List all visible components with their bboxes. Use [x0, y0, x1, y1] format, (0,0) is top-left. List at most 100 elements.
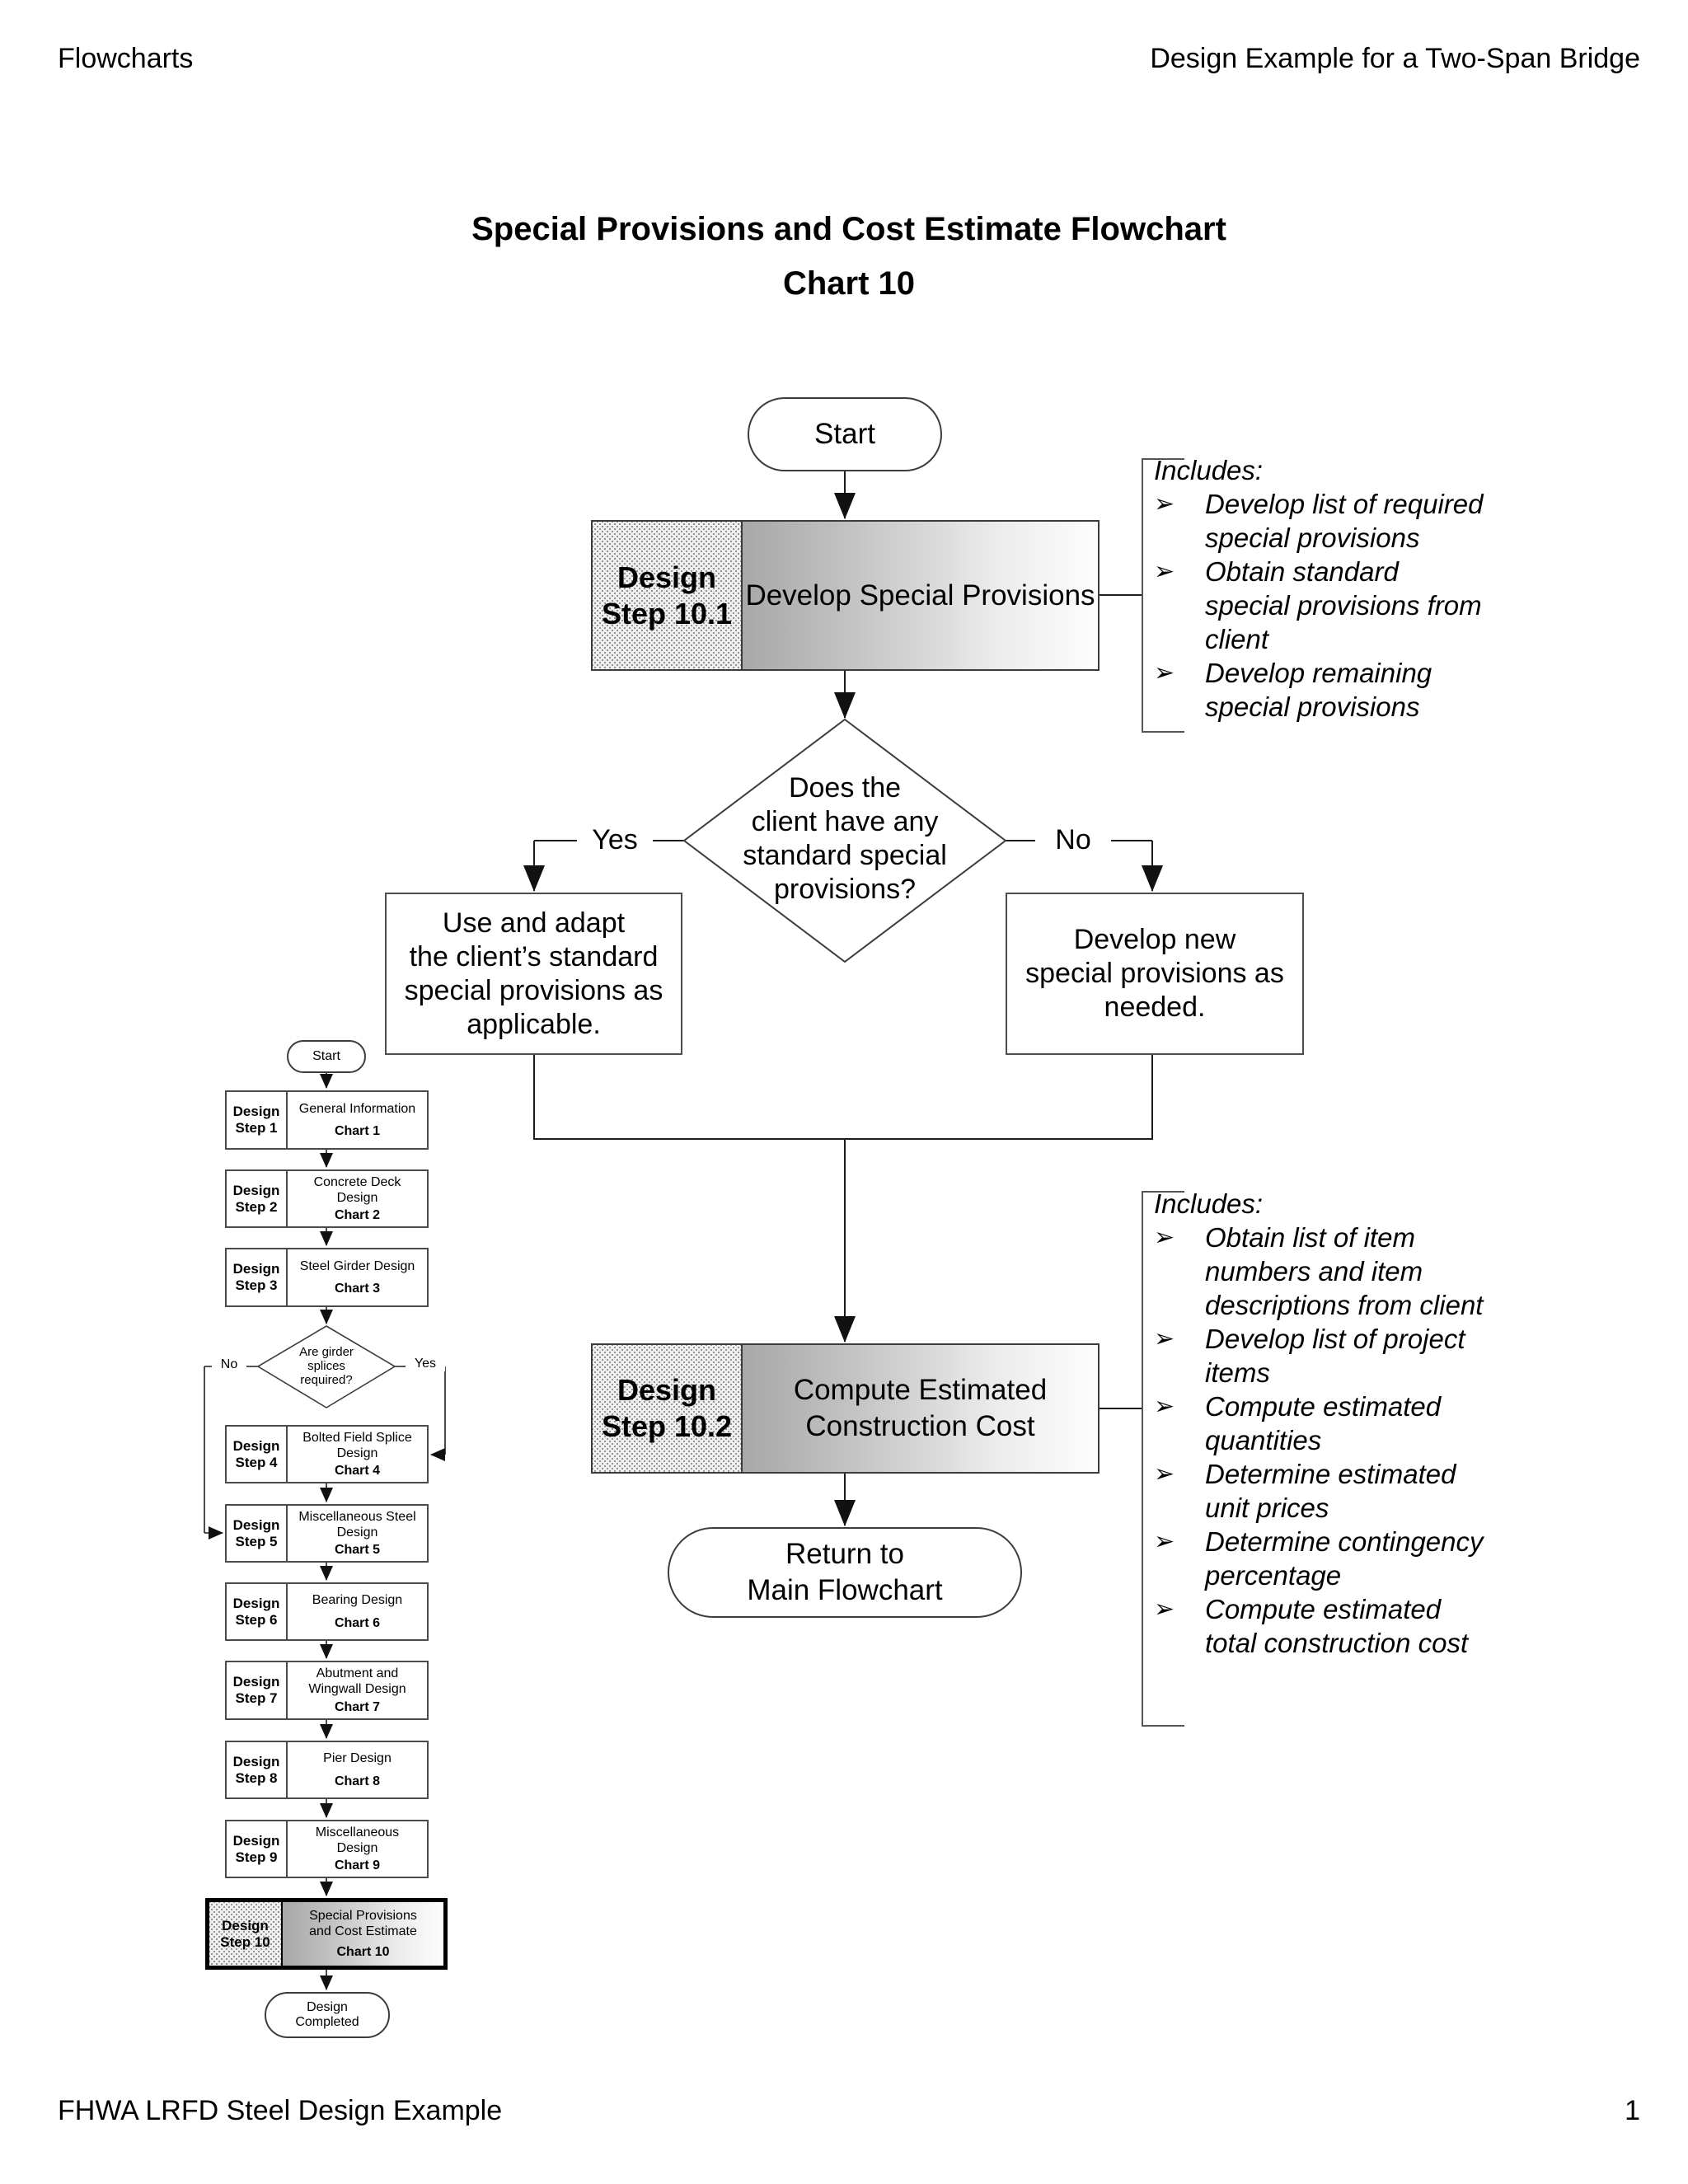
includes-2-item-text: Compute estimated quantities — [1205, 1391, 1442, 1455]
sidebar-step-5-label: Design Step 5 — [227, 1506, 288, 1561]
includes-2-item-text: Compute estimated total construction cos… — [1205, 1594, 1469, 1658]
includes-1-item-text: Develop list of required special provisi… — [1205, 489, 1484, 553]
return-oval: Return to Main Flowchart — [668, 1527, 1022, 1618]
develop-new-provisions-box: Develop new special provisions as needed… — [1006, 893, 1304, 1055]
design-step-10-2-task: Compute Estimated Construction Cost — [743, 1345, 1098, 1472]
footer-left: FHWA LRFD Steel Design Example — [58, 2095, 503, 2126]
sidebar-step-6-chart: Chart 6 — [334, 1615, 381, 1630]
chart-subtitle: Chart 10 — [782, 265, 916, 302]
arrow-bullet-icon: ➢ — [1154, 490, 1175, 518]
sidebar-step-7-box: Design Step 7 Abutment and Wingwall Desi… — [225, 1661, 429, 1720]
sidebar-step-2-box: Design Step 2 Concrete Deck Design Chart… — [225, 1169, 429, 1228]
decision-diamond-label: Does the client have any standard specia… — [743, 772, 947, 905]
arrow-bullet-icon: ➢ — [1154, 659, 1175, 687]
header-right: Design Example for a Two-Span Bridge — [1150, 43, 1640, 74]
sidebar-no-branch-label: No — [212, 1357, 246, 1372]
includes-2-bracket-bottom — [1142, 1725, 1184, 1727]
sidebar-step-6-label: Design Step 6 — [227, 1584, 288, 1639]
arrow-bullet-icon: ➢ — [1154, 1325, 1175, 1352]
sidebar-decision-label: Are girder splices required? — [299, 1345, 354, 1387]
sidebar-step-10-task: Special Provisions and Cost Estimate — [309, 1909, 417, 1939]
use-client-provisions-text: Use and adapt the client’s standard spec… — [404, 907, 663, 1040]
design-step-10-2-box: Design Step 10.2 Compute Estimated Const… — [591, 1343, 1100, 1474]
sidebar-step-4-task: Bolted Field Splice Design — [302, 1431, 412, 1460]
sidebar-step-9-chart: Chart 9 — [334, 1858, 381, 1872]
includes-1-item-text: Obtain standard special provisions from … — [1205, 556, 1482, 654]
list-item: ➢ Develop list of project items — [1154, 1322, 1665, 1390]
sidebar-step-1-task: General Information — [298, 1101, 416, 1116]
sidebar-step-6-box: Design Step 6 Bearing Design Chart 6 — [225, 1582, 429, 1641]
includes-2-item-text: Obtain list of item numbers and item des… — [1205, 1222, 1484, 1320]
sidebar-step-7-task: Abutment and Wingwall Design — [308, 1666, 406, 1697]
sidebar-start-oval: Start — [287, 1040, 366, 1073]
sidebar-step-5-box: Design Step 5 Miscellaneous Steel Design… — [225, 1504, 429, 1563]
sidebar-step-2-chart: Chart 2 — [334, 1208, 381, 1222]
sidebar-step-5-task: Miscellaneous Steel Design — [298, 1510, 416, 1540]
sidebar-step-9-box: Design Step 9 Miscellaneous Design Chart… — [225, 1820, 429, 1878]
includes-2-note: Includes: ➢ Obtain list of item numbers … — [1154, 1187, 1665, 1660]
header-left: Flowcharts — [58, 43, 194, 74]
design-step-10-1-task: Develop Special Provisions — [743, 522, 1098, 669]
includes-1-bracket-top — [1142, 458, 1184, 460]
start-oval: Start — [748, 397, 942, 471]
sidebar-step-3-task: Steel Girder Design — [299, 1258, 415, 1273]
sidebar-step-10-label: Design Step 10 — [209, 1902, 283, 1966]
sidebar-step-8-label: Design Step 8 — [227, 1742, 288, 1797]
list-item: ➢ Compute estimated total construction c… — [1154, 1592, 1665, 1660]
yes-branch-label: Yes — [577, 824, 653, 856]
arrow-bullet-icon: ➢ — [1154, 1224, 1175, 1251]
arrow-bullet-icon: ➢ — [1154, 558, 1175, 585]
sidebar-step-10-chart: Chart 10 — [336, 1944, 390, 1959]
sidebar-step-7-label: Design Step 7 — [227, 1662, 288, 1718]
includes-2-item-text: Determine contingency percentage — [1205, 1526, 1484, 1591]
sidebar-step-2-label: Design Step 2 — [227, 1171, 288, 1226]
sidebar-step-2-task: Concrete Deck Design — [313, 1175, 401, 1205]
sidebar-step-3-box: Design Step 3 Steel Girder Design Chart … — [225, 1248, 429, 1307]
sidebar-step-4-box: Design Step 4 Bolted Field Splice Design… — [225, 1425, 429, 1483]
sidebar-step-7-chart: Chart 7 — [334, 1699, 381, 1714]
sidebar-end-oval: Design Completed — [265, 1992, 390, 2038]
list-item: ➢ Compute estimated quantities — [1154, 1390, 1665, 1457]
list-item: ➢ Determine estimated unit prices — [1154, 1457, 1665, 1525]
arrow-bullet-icon: ➢ — [1154, 1460, 1175, 1488]
includes-1-bracket-bottom — [1142, 731, 1184, 733]
sidebar-step-9-label: Design Step 9 — [227, 1821, 288, 1877]
list-item: ➢ Determine contingency percentage — [1154, 1525, 1665, 1592]
page-title: Special Provisions and Cost Estimate Flo… — [190, 204, 1508, 308]
list-item: ➢ Obtain list of item numbers and item d… — [1154, 1221, 1665, 1322]
sidebar-step-3-label: Design Step 3 — [227, 1249, 288, 1305]
design-step-10-2-label-cell: Design Step 10.2 — [593, 1345, 743, 1472]
sidebar-step-4-label: Design Step 4 — [227, 1427, 288, 1482]
includes-2-bracket-top — [1142, 1191, 1184, 1193]
page-title-line1: Special Provisions and Cost Estimate Flo… — [471, 211, 1226, 247]
develop-new-provisions-text: Develop new special provisions as needed… — [1025, 924, 1284, 1023]
design-step-10-1-box: Design Step 10.1 Develop Special Provisi… — [591, 520, 1100, 671]
sidebar-step-1-label: Design Step 1 — [227, 1092, 288, 1148]
sidebar-step-8-box: Design Step 8 Pier Design Chart 8 — [225, 1741, 429, 1799]
sidebar-step-5-chart: Chart 5 — [334, 1543, 381, 1557]
sidebar-step-6-task: Bearing Design — [312, 1593, 403, 1608]
sidebar-yes-branch-label: Yes — [406, 1357, 445, 1371]
sidebar-step-1-box: Design Step 1 General Information Chart … — [225, 1090, 429, 1150]
includes-1-bracket — [1142, 458, 1143, 733]
arrow-bullet-icon: ➢ — [1154, 1528, 1175, 1555]
includes-1-item-text: Develop remaining special provisions — [1205, 658, 1432, 722]
list-item: ➢ Obtain standard special provisions fro… — [1154, 555, 1657, 656]
sidebar-step-8-chart: Chart 8 — [334, 1774, 381, 1788]
includes-1-heading: Includes: — [1154, 455, 1264, 485]
includes-2-item-text: Determine estimated unit prices — [1205, 1459, 1456, 1523]
sidebar-step-1-chart: Chart 1 — [334, 1124, 381, 1139]
arrow-bullet-icon: ➢ — [1154, 1393, 1175, 1420]
includes-2-item-text: Develop list of project items — [1205, 1324, 1465, 1388]
use-client-provisions-box: Use and adapt the client’s standard spec… — [385, 893, 682, 1055]
sidebar-step-10-box: Design Step 10 Special Provisions and Co… — [205, 1898, 448, 1970]
includes-1-note: Includes: ➢ Develop list of required spe… — [1154, 453, 1657, 724]
sidebar-step-4-chart: Chart 4 — [334, 1464, 381, 1478]
includes-2-bracket — [1142, 1191, 1143, 1727]
page-number: 1 — [1625, 2095, 1640, 2126]
list-item: ➢ Develop remaining special provisions — [1154, 656, 1657, 724]
sidebar-step-8-task: Pier Design — [323, 1751, 392, 1766]
list-item: ➢ Develop list of required special provi… — [1154, 487, 1657, 555]
includes-2-heading: Includes: — [1154, 1188, 1264, 1219]
